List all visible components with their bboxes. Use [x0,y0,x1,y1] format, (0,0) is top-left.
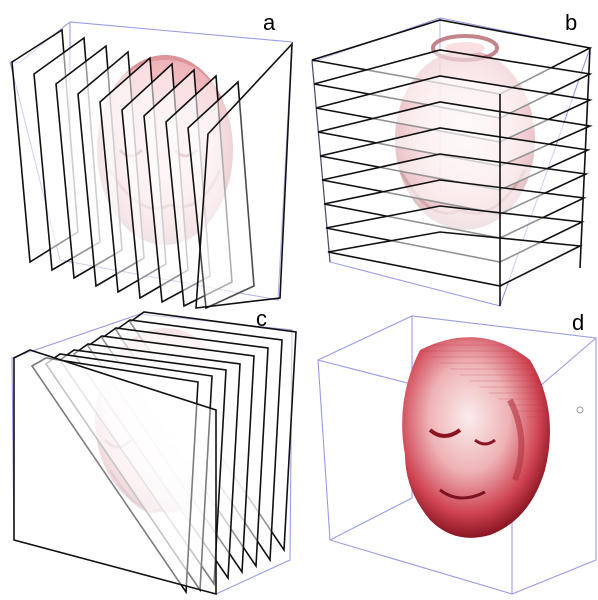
proxy-slices-c [14,312,296,594]
panel-a [10,22,292,308]
panel-c [12,312,296,594]
panel-label-b: b [565,10,577,35]
panel-label-c: c [256,306,267,331]
panel-label-d: d [572,310,584,335]
panel-b [312,18,590,306]
panel-label-a: a [263,10,276,35]
proxy-slices-b [312,20,590,306]
panel-d [318,316,596,594]
head-volume-d [402,337,583,538]
